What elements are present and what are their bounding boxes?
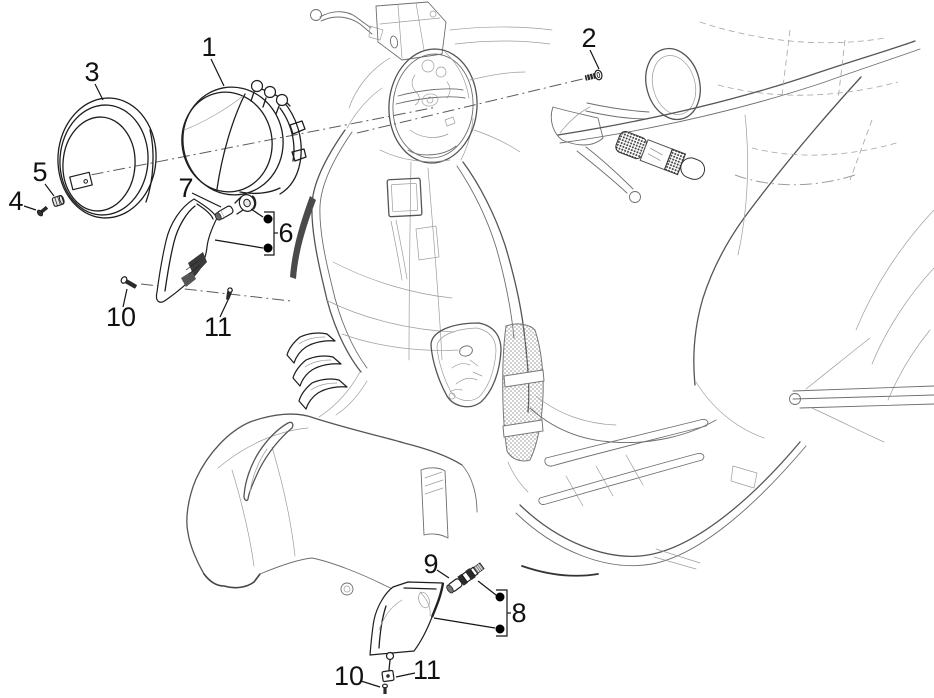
shield-chevron-vents: [286, 332, 348, 410]
part-nut-5: [51, 194, 65, 207]
signal-bulb-socket: [234, 194, 257, 215]
leader-2: [589, 49, 600, 70]
callout-label-4: 4: [8, 186, 23, 216]
part-screw-10-upper: [120, 276, 137, 289]
callout-label-10-upper: 10: [106, 302, 136, 332]
leader-3: [94, 83, 104, 101]
bracket-6: [214, 208, 278, 256]
headlamp-housing-ring: [348, 48, 526, 164]
shield-edge-molding: [290, 196, 316, 279]
footboard: [507, 395, 807, 577]
horn-cover-opening: [430, 322, 502, 408]
callout-label-2: 2: [581, 23, 596, 53]
right-mirror-grip: [550, 47, 706, 203]
rim-tab: [69, 171, 93, 191]
headlamp-axis: [69, 106, 438, 180]
part-screw-4: [36, 205, 49, 217]
callout-label-5: 5: [32, 157, 47, 187]
leader-11-lower: [395, 672, 416, 678]
leader-4: [23, 205, 37, 211]
bracket-8: [433, 580, 511, 637]
headlamp-bulb-caps: [250, 79, 289, 115]
leader-10-upper: [122, 288, 128, 308]
leader-11-upper: [219, 299, 229, 318]
radiator-grille: [502, 323, 545, 462]
callout-label-10-lower: 10: [334, 661, 364, 691]
callout-label-9: 9: [423, 549, 438, 579]
callout-label-11-upper: 11: [204, 312, 232, 342]
part-front-turn-signal: [155, 194, 257, 303]
mirror-screw-axis: [356, 76, 592, 134]
part-headlamp-rim: [57, 97, 157, 219]
scooter-body-line-art: [186, 1, 934, 596]
callout-label-8: 8: [511, 598, 526, 628]
part-bulb-11-upper: [225, 287, 233, 301]
leader-10-lower: [360, 680, 381, 688]
leader-1: [210, 58, 225, 87]
lower-signal-bulb-socket: [446, 562, 485, 594]
leader-9: [436, 569, 450, 579]
part-headlamp: [181, 79, 307, 196]
callout-label-7: 7: [178, 173, 193, 203]
part-lower-turn-signal: [369, 562, 485, 671]
callout-label-11-lower: 11: [413, 655, 441, 685]
throttle-grip: [615, 130, 706, 180]
signal-stem: [188, 252, 207, 276]
shield-emblem: [386, 177, 423, 218]
part-screw-10-lower: [381, 683, 389, 694]
handlebar-headset: [310, 1, 553, 161]
part-nut-11-lower: [381, 669, 395, 683]
part-screw-2: [584, 69, 603, 81]
front-fender: [186, 371, 478, 596]
callout-label-1: 1: [201, 32, 216, 62]
rear-body: [557, 21, 934, 443]
callouts: 1 2 3 4 5 6 7 8 9 10 11 10 11: [8, 23, 600, 691]
callout-label-6: 6: [278, 218, 293, 248]
signal-bulb: [214, 205, 234, 221]
leader-7: [191, 192, 222, 208]
leader-5: [44, 183, 55, 197]
callout-label-3: 3: [84, 57, 99, 87]
